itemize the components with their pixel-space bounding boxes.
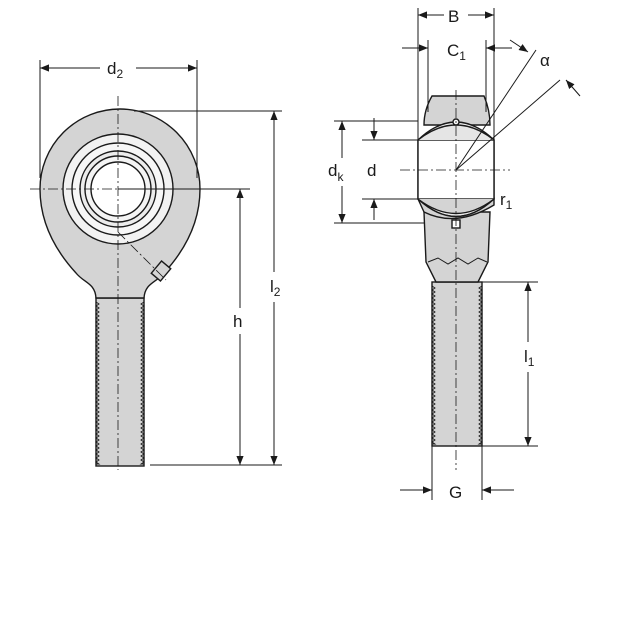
- label-dk: dk: [328, 161, 344, 184]
- front-lube-nipple: [150, 260, 172, 282]
- label-G: G: [449, 483, 462, 502]
- label-C1: C1: [447, 41, 466, 63]
- label-d2: d2: [107, 59, 123, 81]
- label-alpha: α: [540, 51, 550, 70]
- front-thread-left: [95, 301, 101, 465]
- front-view: [30, 96, 206, 470]
- side-thread-right: [477, 285, 483, 445]
- side-dimensions: [328, 3, 581, 500]
- side-thread-left: [431, 285, 437, 445]
- side-labels: B C1 α dk d r1 l1 G: [328, 7, 550, 502]
- side-neck: [423, 211, 491, 283]
- front-thread-right: [139, 301, 145, 465]
- label-B: B: [448, 7, 459, 26]
- front-dimensions: [39, 55, 288, 466]
- label-d: d: [367, 161, 376, 180]
- side-shank: [431, 281, 483, 447]
- label-h: h: [233, 312, 242, 331]
- front-labels: d2 h l2: [107, 59, 281, 331]
- front-shank: [95, 297, 145, 467]
- label-r1: r1: [500, 190, 513, 212]
- label-l2: l2: [270, 277, 281, 299]
- label-l1: l1: [524, 347, 535, 369]
- side-view: [400, 90, 510, 470]
- side-ball-lower: [417, 197, 495, 220]
